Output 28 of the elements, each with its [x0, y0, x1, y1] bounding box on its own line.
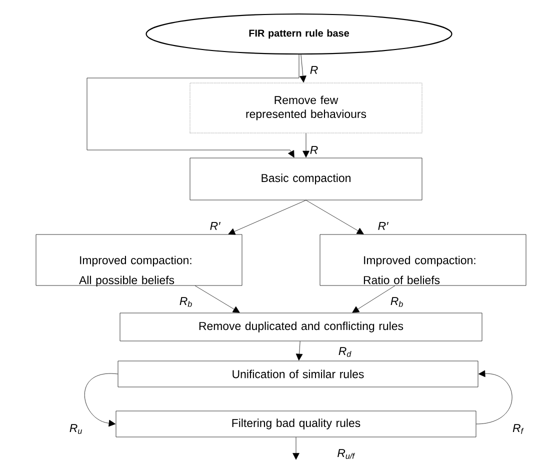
arrow — [300, 54, 306, 83]
arrow — [352, 286, 396, 313]
arrow — [292, 437, 300, 460]
edge-label: R$_{d}$ — [338, 347, 352, 357]
process-box: Basic compaction — [190, 158, 422, 200]
arrow — [84, 373, 118, 427]
edge-label: R — [310, 66, 318, 74]
process-box: Improved compaction: All possible beliefs — [36, 234, 242, 286]
edge-label: R$_{f}$ — [512, 424, 524, 434]
process-box: Remove duplicated and conflicting rules — [120, 312, 482, 342]
edge-label: R′ — [210, 222, 221, 230]
arrow — [302, 133, 310, 158]
edge-label: R$_{u}$ — [70, 424, 82, 434]
process-box: Remove few represented behaviours — [190, 82, 422, 134]
process-box: Filtering bad quality rules — [116, 410, 476, 438]
arrow — [476, 370, 512, 424]
arrow — [86, 54, 300, 158]
arrow — [228, 200, 306, 235]
process-box: Improved compaction: Ratio of beliefs — [320, 234, 526, 286]
arrow — [306, 200, 364, 234]
edge-label: R$_{u/f}$ — [338, 449, 356, 459]
edge-label: R$_{b}$ — [180, 297, 192, 307]
edge-label: R$_{b}$ — [390, 297, 403, 307]
arrow — [194, 286, 240, 313]
arrow — [296, 341, 303, 361]
edge-label: R′ — [378, 222, 389, 230]
process-box: Unification of similar rules — [118, 360, 478, 388]
edge-label: R — [310, 146, 318, 154]
